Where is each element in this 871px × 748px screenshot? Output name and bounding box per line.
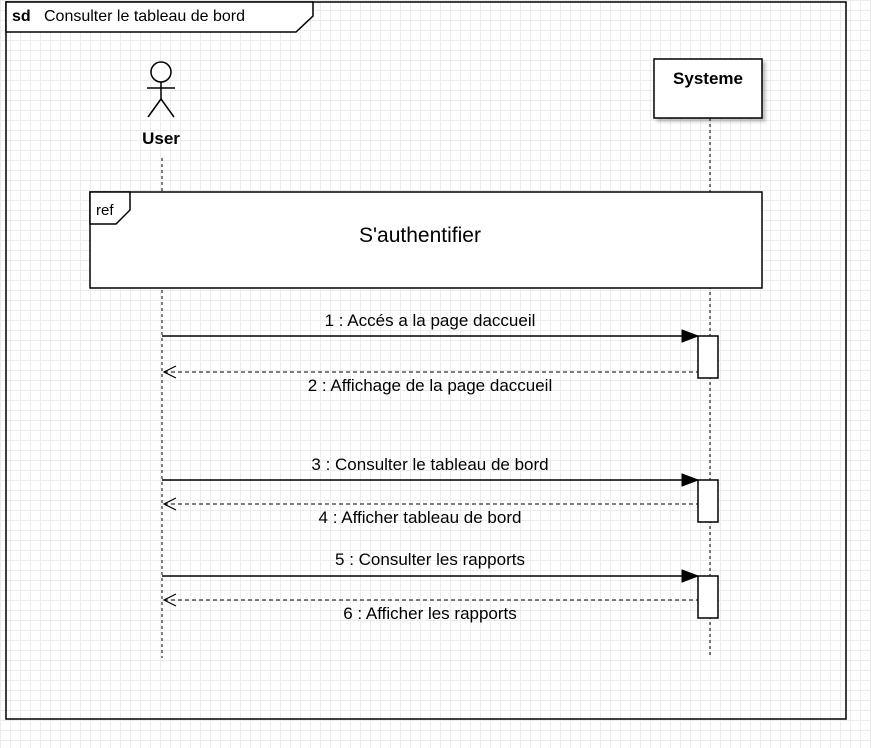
message-label: 6 : Afficher les rapports <box>343 604 517 623</box>
ref-keyword: ref <box>96 202 114 219</box>
activation-bar <box>697 575 719 619</box>
actor-label: User <box>142 129 180 148</box>
ref-text: S'authentifier <box>359 224 481 247</box>
system-participant: Systeme <box>653 58 763 119</box>
message-label: 1 : Accés a la page daccueil <box>325 311 536 330</box>
message-1: 1 : Accés a la page daccueil <box>162 311 700 343</box>
message-4: 4 : Afficher tableau de bord <box>162 497 698 527</box>
open-arrowhead-icon <box>162 365 177 379</box>
actor-user: User <box>142 61 180 148</box>
system-label: Systeme <box>673 69 743 88</box>
message-6: 6 : Afficher les rapports <box>162 593 698 623</box>
activation-bar <box>697 479 719 523</box>
activation-bar <box>697 335 719 379</box>
filled-arrowhead-icon <box>681 329 700 343</box>
sd-frame: sd Consulter le tableau de bord <box>5 1 847 720</box>
frame-keyword: sd <box>12 8 31 25</box>
ref-fragment: ref S'authentifier <box>89 191 763 289</box>
message-2: 2 : Affichage de la page daccueil <box>162 365 698 395</box>
stick-figure-icon <box>147 61 175 118</box>
message-label: 5 : Consulter les rapports <box>335 550 525 569</box>
message-label: 2 : Affichage de la page daccueil <box>308 376 552 395</box>
message-5: 5 : Consulter les rapports <box>162 550 700 583</box>
open-arrowhead-icon <box>162 593 177 607</box>
open-arrowhead-icon <box>162 497 177 511</box>
frame-title: Consulter le tableau de bord <box>44 8 245 25</box>
filled-arrowhead-icon <box>681 473 700 487</box>
message-3: 3 : Consulter le tableau de bord <box>162 455 700 487</box>
filled-arrowhead-icon <box>681 569 700 583</box>
message-label: 3 : Consulter le tableau de bord <box>311 455 548 474</box>
message-label: 4 : Afficher tableau de bord <box>319 508 522 527</box>
